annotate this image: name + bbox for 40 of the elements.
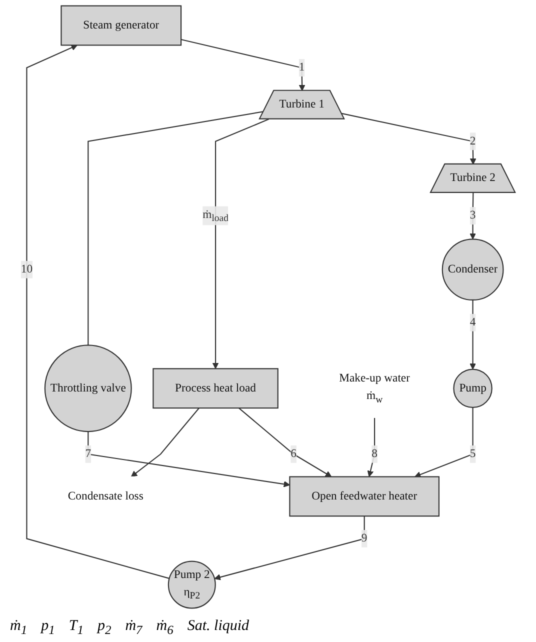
edge-label: 4	[470, 316, 476, 328]
state-property-label: T$_{1}$	[68, 618, 84, 638]
edge-label: ṁ$_{load}$	[202, 208, 228, 224]
arrow	[341, 112, 476, 165]
arrow	[26, 44, 170, 579]
arrow	[414, 407, 474, 478]
node-box: Process heat load	[152, 368, 278, 409]
edge-label: 8	[372, 448, 378, 460]
node-circle: Condenser	[442, 238, 504, 301]
edge-label: 1	[298, 61, 305, 74]
arrow	[214, 516, 365, 580]
connector	[88, 111, 264, 346]
arrow	[238, 408, 332, 478]
state-property-label: ṁ$_{7}$	[125, 618, 142, 638]
state-property-label: ṁ$_{6}$	[156, 618, 174, 638]
state-property-label: ṁ$_{1}$	[10, 618, 28, 638]
arrow	[130, 408, 200, 478]
edge-label: 10	[20, 263, 33, 276]
node-circle: Pump 2 η$_{P2}$	[168, 560, 216, 609]
edge-label: 6	[290, 448, 296, 460]
arrow	[212, 118, 270, 369]
node-circle: Pump	[453, 368, 492, 408]
arrow	[367, 418, 376, 478]
edge-label: 2	[470, 134, 476, 148]
edge-label: 9	[361, 532, 368, 545]
node-circle: Throttling valve	[44, 344, 132, 432]
edge-label: 7	[85, 448, 92, 460]
state-property-label: p$_{2}$	[97, 618, 112, 638]
edge-label: 3	[470, 209, 476, 222]
node-box: Steam generator	[60, 5, 182, 46]
arrow	[88, 432, 290, 488]
arrow	[470, 192, 476, 240]
arrow	[470, 300, 476, 370]
node-text: Condensate loss	[68, 490, 144, 502]
state-property-label: Sat. liquid	[187, 618, 250, 636]
arrow	[180, 39, 306, 92]
node-box: Open feedwater heater	[289, 476, 440, 517]
state-property-label: p$_{1}$	[41, 618, 55, 638]
edge-label: 5	[470, 448, 476, 460]
node-text: Make-up water ṁ$_{w}$	[339, 372, 410, 404]
